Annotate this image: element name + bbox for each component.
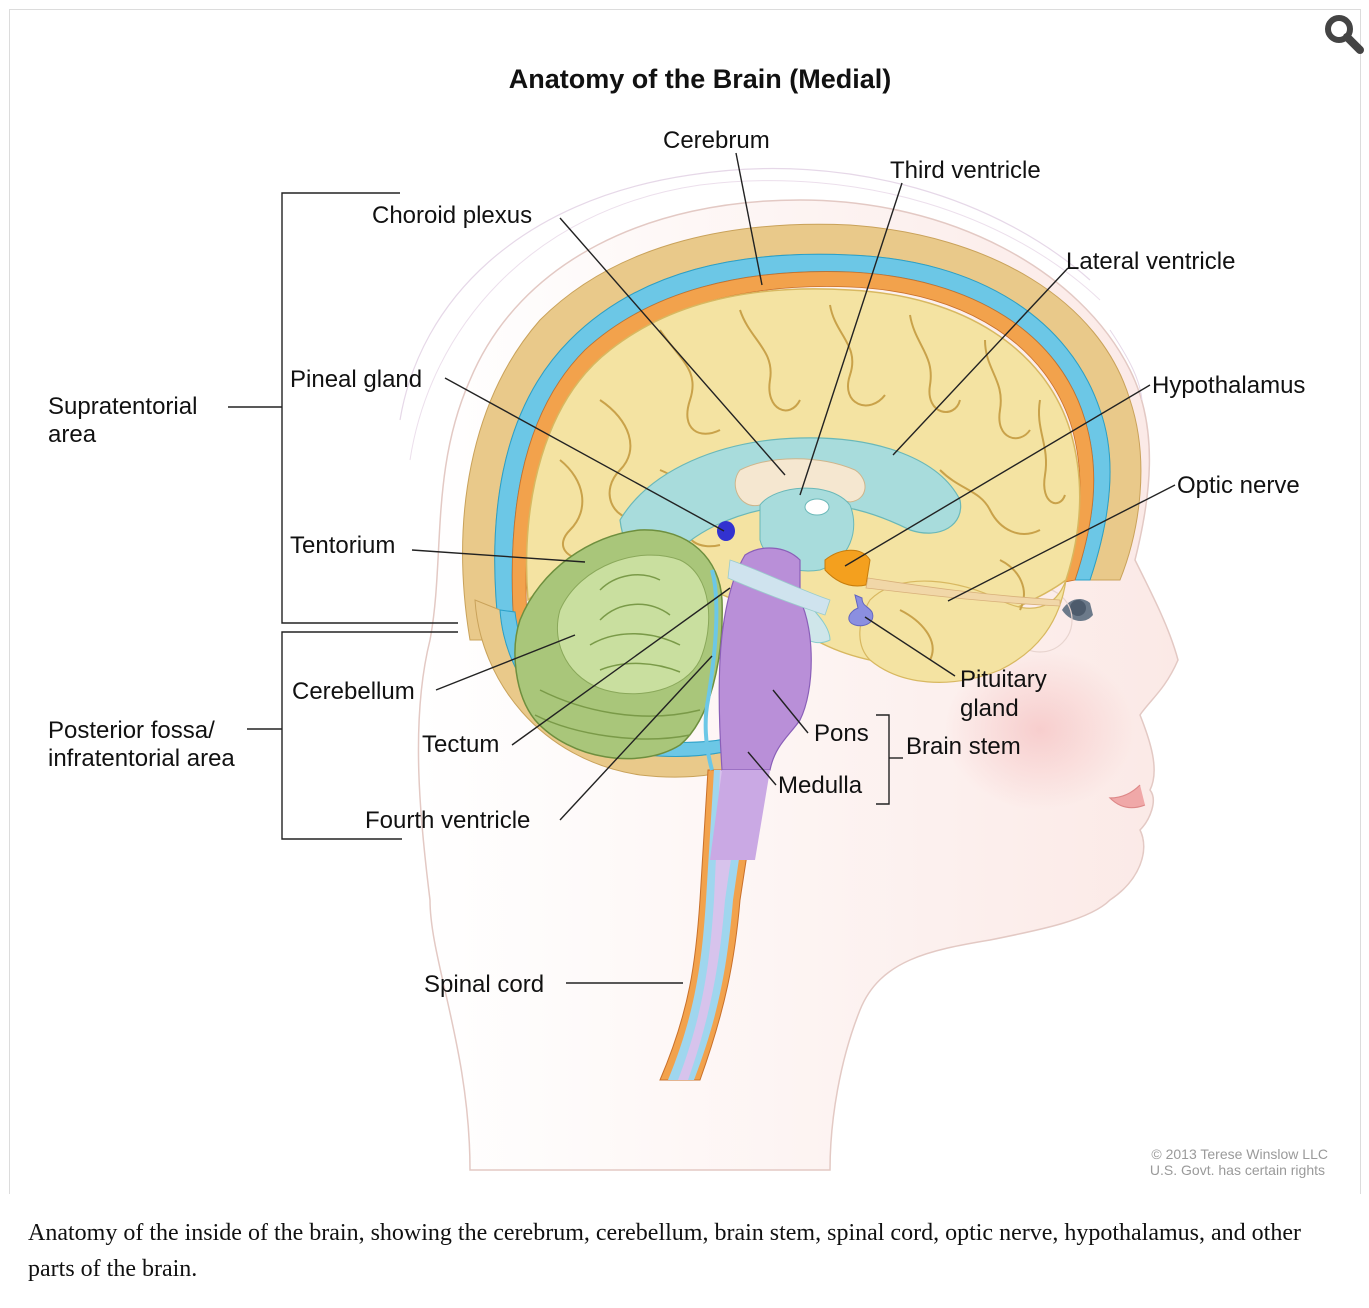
label-spinal-cord: Spinal cord <box>424 971 544 998</box>
label-pituitary-line1: Pituitary <box>960 666 1047 693</box>
label-pituitary-line2: gland <box>960 695 1019 722</box>
label-lateral-ventricle: Lateral ventricle <box>1066 248 1235 275</box>
label-optic-nerve: Optic nerve <box>1177 472 1300 499</box>
label-third-ventricle: Third ventricle <box>890 157 1041 184</box>
label-fourth-ventricle: Fourth ventricle <box>365 807 530 834</box>
brain-diagram: Anatomy of the Brain (Medial) Cerebrum T… <box>0 0 1369 1200</box>
copyright-credit: © 2013 Terese Winslow LLC U.S. Govt. has… <box>1150 1146 1328 1178</box>
label-posterior-fossa-line2: infratentorial area <box>48 745 235 772</box>
zoom-button[interactable] <box>1322 12 1366 56</box>
magnifier-icon <box>1322 12 1366 56</box>
label-brain-stem: Brain stem <box>906 733 1021 760</box>
label-cerebrum: Cerebrum <box>663 127 770 154</box>
figure-caption: Anatomy of the inside of the brain, show… <box>28 1215 1328 1287</box>
label-medulla: Medulla <box>778 772 863 799</box>
label-tectum: Tectum <box>422 731 499 758</box>
label-pons: Pons <box>814 720 869 747</box>
label-cerebellum: Cerebellum <box>292 678 415 705</box>
label-choroid-plexus: Choroid plexus <box>372 202 532 229</box>
credit-line-2: U.S. Govt. has certain rights <box>1150 1162 1325 1178</box>
label-pineal-gland: Pineal gland <box>290 366 422 393</box>
label-hypothalamus: Hypothalamus <box>1152 372 1305 399</box>
label-supratentorial-line2: area <box>48 421 97 448</box>
label-supratentorial-line1: Supratentorial <box>48 393 197 420</box>
credit-line-1: © 2013 Terese Winslow LLC <box>1151 1146 1328 1162</box>
diagram-title: Anatomy of the Brain (Medial) <box>509 64 892 94</box>
label-tentorium: Tentorium <box>290 532 395 559</box>
label-posterior-fossa-line1: Posterior fossa/ <box>48 717 215 744</box>
